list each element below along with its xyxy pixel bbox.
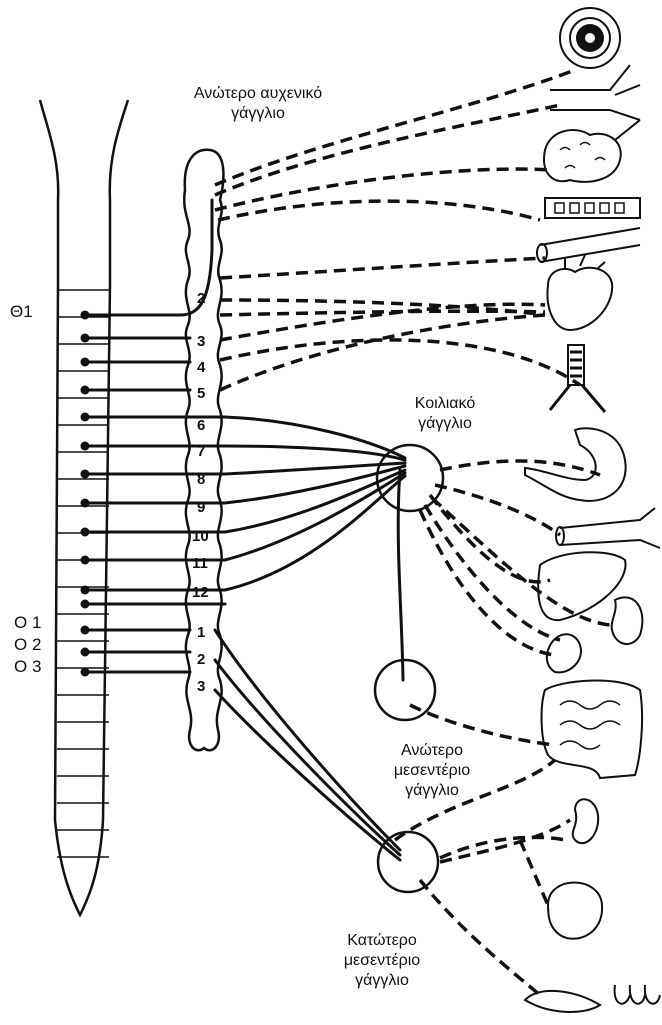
heart-icon xyxy=(547,255,612,330)
inferior-mesenteric-ganglion xyxy=(378,832,438,892)
spinal-cord xyxy=(40,100,128,915)
label-superior-cervical-1: Ανώτερο αυχενικό xyxy=(194,85,322,102)
bronchial-tube-icon xyxy=(545,198,640,218)
label-celiac-2: γάγγλιο xyxy=(418,415,472,432)
genitals-icon xyxy=(525,985,660,1012)
superior-mesenteric-ganglion xyxy=(375,660,435,720)
chain-num-t6: 6 xyxy=(197,417,205,434)
chain-num-t4: 4 xyxy=(197,359,206,376)
postganglionic-fibers xyxy=(215,70,610,995)
aorta-icon xyxy=(556,508,660,548)
kidney-icon xyxy=(573,799,598,843)
organs xyxy=(525,8,660,1012)
bladder-icon xyxy=(548,883,602,939)
chain-num-l2: 2 xyxy=(197,651,205,668)
chain-num-t11: 11 xyxy=(192,555,208,572)
spleen-icon xyxy=(612,597,643,644)
artery-icon xyxy=(537,228,640,262)
label-inf-mesenteric-1: Κατώτερο xyxy=(347,932,417,949)
label-sup-mesenteric-2: μεσεντέριο xyxy=(394,762,470,779)
ganglia xyxy=(375,445,443,892)
chain-num-t3: 3 xyxy=(197,333,205,350)
pancreas-icon xyxy=(547,634,581,672)
chain-num-t5: 5 xyxy=(197,385,205,402)
intestine-icon xyxy=(542,681,643,778)
label-sup-mesenteric-1: Ανώτερο xyxy=(401,742,463,759)
eye-icon xyxy=(560,8,620,68)
chain-num-t12: 12 xyxy=(192,584,209,601)
label-lumbar-1: Ο 1 xyxy=(14,613,41,632)
liver-icon xyxy=(538,552,625,620)
label-lumbar-2: Ο 2 xyxy=(14,635,41,654)
chain-num-l3: 3 xyxy=(197,678,205,695)
chain-numbers: 2 3 4 5 6 7 8 9 10 11 12 1 2 3 xyxy=(192,290,209,695)
trachea-lung-icon xyxy=(550,345,605,412)
label-inf-mesenteric-2: μεσεντέριο xyxy=(344,952,420,969)
label-sup-mesenteric-3: γάγγλιο xyxy=(405,782,459,799)
salivary-gland-icon xyxy=(544,120,640,182)
label-lumbar-3: Ο 3 xyxy=(14,657,41,676)
label-thoracic-1: Θ1 xyxy=(10,302,33,321)
label-celiac-1: Κοιλιακό xyxy=(415,395,476,412)
chain-num-l1: 1 xyxy=(197,624,205,641)
stomach-icon xyxy=(525,428,626,501)
label-inf-mesenteric-3: γάγγλιο xyxy=(355,972,409,989)
label-superior-cervical-2: γάγγλιο xyxy=(231,105,285,122)
